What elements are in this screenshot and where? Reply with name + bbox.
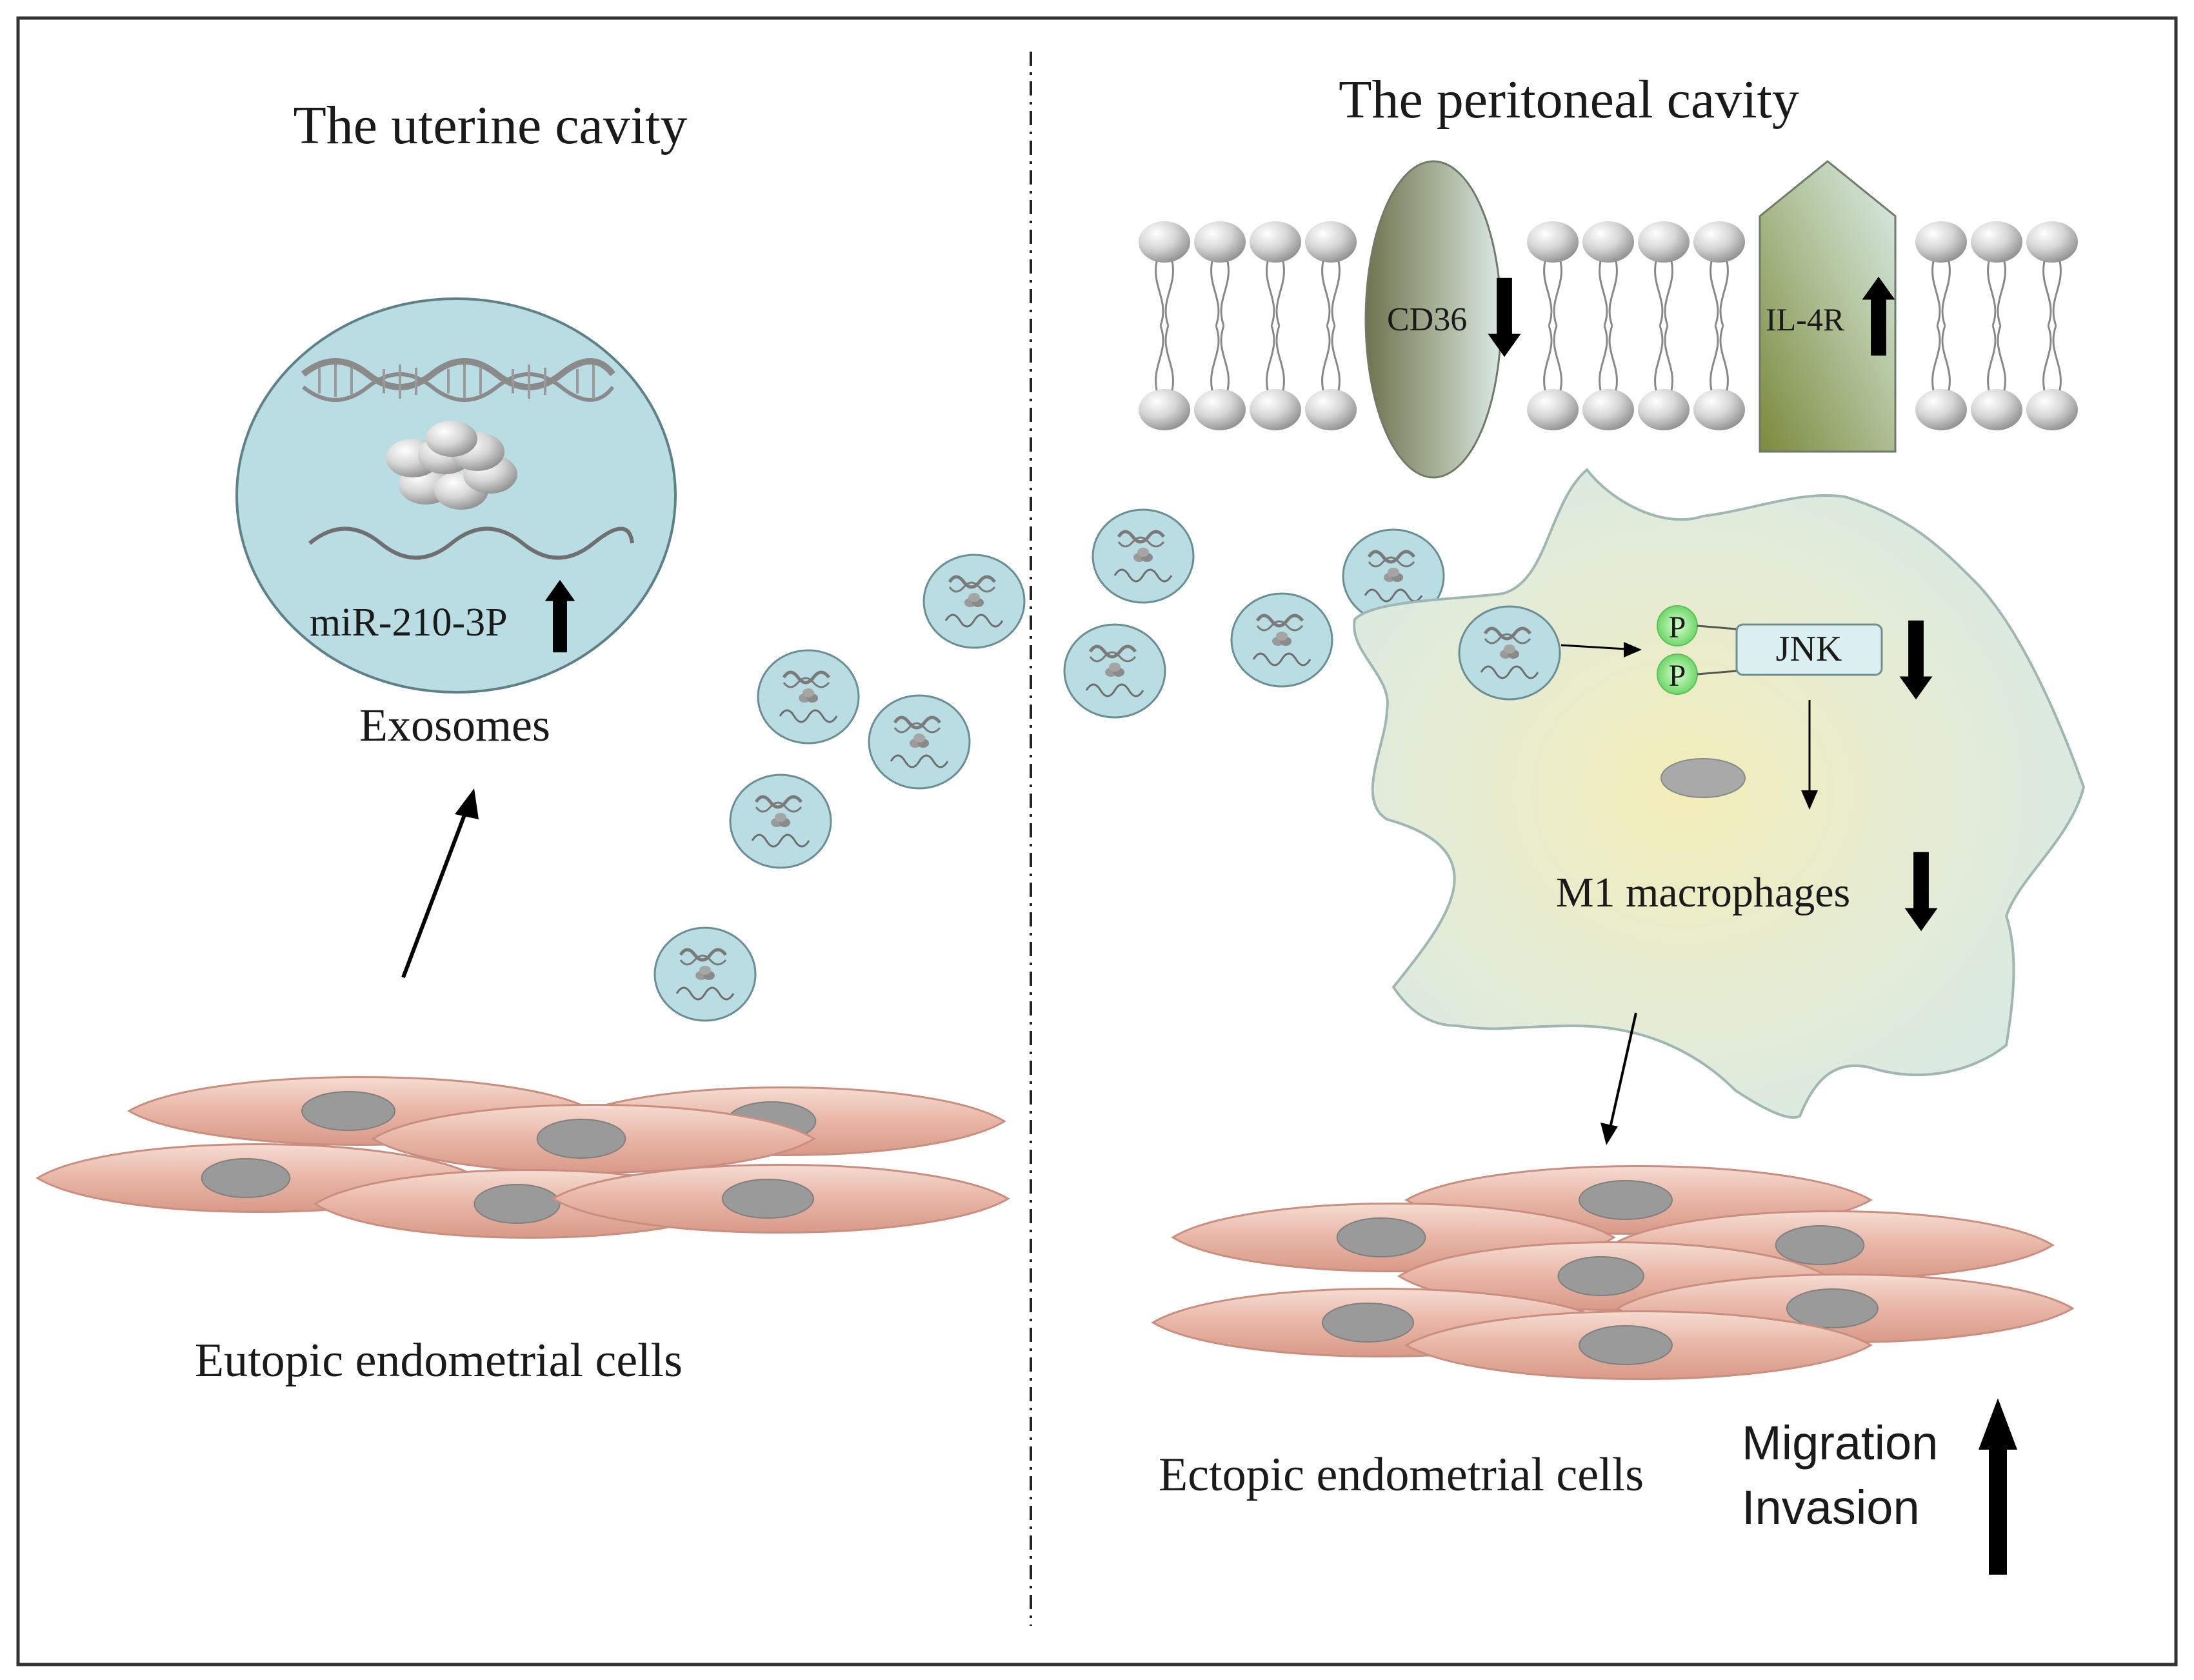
phospho-label-1: P: [1669, 610, 1686, 645]
mini-exosome: [1093, 510, 1193, 603]
macrophage-label: M1 macrophages: [1556, 869, 1850, 916]
mini-exosome: [1064, 625, 1165, 717]
jnk-label: JNK: [1776, 629, 1842, 669]
phospho-label-2: P: [1669, 659, 1686, 693]
exosome-large: miR-210-3P: [235, 297, 677, 694]
internalized-exosome: [1459, 606, 1560, 699]
signal-arrow: [1561, 642, 1642, 657]
phospho-group: P: [1657, 654, 1698, 695]
uterine-cavity-title: The uterine cavity: [293, 95, 687, 155]
mini-exosome: [730, 775, 831, 868]
il4r-label: IL-4R: [1766, 301, 1845, 337]
mirna-label: miR-210-3P: [310, 601, 508, 645]
eutopic-cells-label: Eutopic endometrial cells: [195, 1334, 683, 1387]
invasion-label: Invasion: [1742, 1481, 1920, 1534]
migration-label: Migration: [1742, 1416, 1938, 1470]
phospho-group: P: [1657, 605, 1698, 646]
mini-exosome: [758, 650, 859, 743]
cd36-receptor: CD36: [1364, 160, 1521, 479]
mini-exosome: [655, 928, 755, 1021]
secretion-arrow: [401, 788, 479, 979]
macrophage-to-cells-arrow: [1601, 1012, 1637, 1145]
jnk-box: JNK: [1735, 623, 1883, 676]
jnk-to-m1-arrow: [1801, 700, 1818, 810]
mini-exosome: [1232, 594, 1332, 686]
mini-exosome: [869, 695, 970, 788]
peritoneal-cavity-title: The peritoneal cavity: [1339, 70, 1799, 130]
cd36-label: CD36: [1387, 301, 1467, 338]
mini-exosome: [924, 555, 1024, 648]
protein-cluster-icon: [386, 421, 517, 510]
rna-wave-icon: [308, 526, 634, 560]
il4r-receptor: IL-4R: [1759, 160, 1897, 453]
m1-macrophage: P P JNK M1 macrophages: [1353, 468, 2086, 1119]
ectopic-cells-label: Ectopic endometrial cells: [1159, 1448, 1644, 1501]
exosomes-label: Exosomes: [359, 699, 550, 751]
dna-helix-icon: [301, 358, 615, 402]
macrophage-nucleus: [1660, 758, 1746, 798]
